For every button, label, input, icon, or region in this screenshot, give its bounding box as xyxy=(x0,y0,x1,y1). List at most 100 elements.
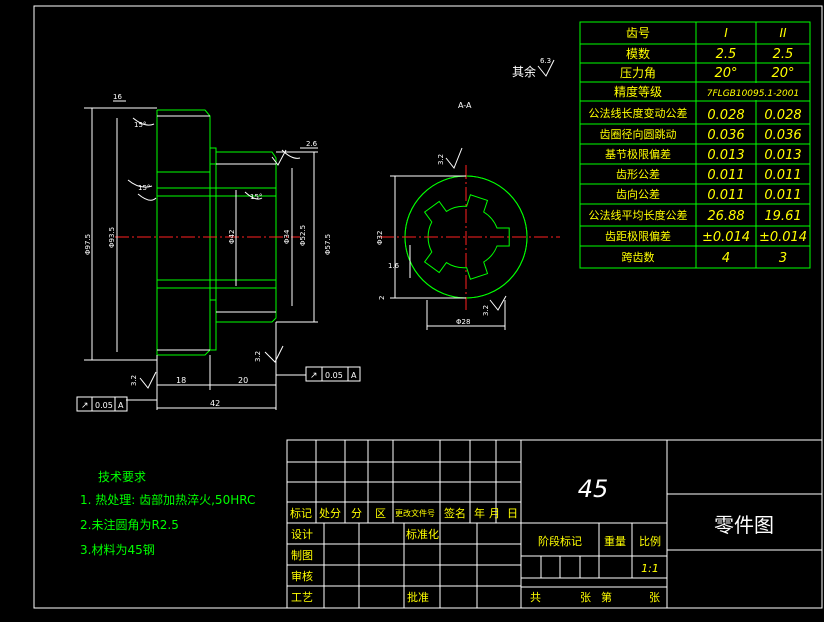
tb-design: 设计 xyxy=(291,528,313,541)
roughness-other-value: 6.3 xyxy=(540,57,551,65)
dim-s32: 3.2 xyxy=(437,154,445,165)
row-v1: 0.013 xyxy=(707,148,744,163)
dim-top-16: 16 xyxy=(113,93,122,101)
row-label: 精度等级 xyxy=(614,84,662,99)
row-v2: 0.013 xyxy=(764,148,801,163)
hatch-bottom-small xyxy=(215,287,277,313)
tech-item-3: 3.材料为45钢 xyxy=(80,543,155,557)
tb-fen: 分 xyxy=(351,507,362,520)
roughness-symbol xyxy=(537,59,555,77)
tb-drawing: 制图 xyxy=(291,549,313,562)
tol-frame-1 xyxy=(76,396,128,412)
hatch-top-small xyxy=(215,163,277,189)
row-v1: ±0.014 xyxy=(702,230,750,245)
row-label: 跨齿数 xyxy=(622,251,655,264)
tb-sheet2: 张 xyxy=(649,591,660,604)
tb-review: 审核 xyxy=(291,569,313,583)
tb-mark: 标记 xyxy=(290,506,312,520)
gear-table-grid xyxy=(579,21,811,269)
tb-qu: 区 xyxy=(375,507,386,520)
tb-stage: 阶段标记 xyxy=(538,534,582,548)
dim-w20: 20 xyxy=(238,376,248,385)
small-gear-outline xyxy=(216,151,277,323)
rough-32c: 3.2 xyxy=(482,305,490,316)
row-v2: 19.61 xyxy=(764,209,801,224)
hatch-top-big2 xyxy=(156,171,211,189)
dim-top-26: 2.6 xyxy=(306,140,318,148)
tb-month: 月 xyxy=(489,507,500,520)
row-v2: 0.028 xyxy=(764,108,801,123)
table-header-label: 齿号 xyxy=(626,26,650,40)
tb-year: 年 xyxy=(474,506,485,520)
tol1-value: 0.05 xyxy=(95,401,113,410)
row-v2: 0.011 xyxy=(764,168,801,183)
tol2-symbol: ↗ xyxy=(310,371,318,381)
dim-d34: Φ34 xyxy=(283,229,291,244)
dim-d32: Φ32 xyxy=(376,231,384,245)
row-v1: 4 xyxy=(722,251,730,266)
tol2-datum: A xyxy=(351,371,357,380)
table-header-gear2: II xyxy=(779,26,787,40)
tb-change: 更改文件号 xyxy=(395,508,435,518)
dim-angle-15b: 15° xyxy=(138,184,150,192)
row-v2: 0.036 xyxy=(764,128,801,143)
tb-scale-label: 比例 xyxy=(639,534,661,548)
section-label: A-A xyxy=(458,101,472,110)
tb-approve: 批准 xyxy=(407,590,429,604)
tb-count: 处分 xyxy=(319,507,341,520)
big-gear-outline xyxy=(156,109,211,356)
tb-sign: 签名 xyxy=(444,506,466,520)
dim-angle-15: 15° xyxy=(134,121,146,129)
row-label: 压力角 xyxy=(620,66,656,80)
tb-page: 第 xyxy=(601,590,612,604)
row-v2: 2.5 xyxy=(773,47,794,62)
tb-day: 日 xyxy=(507,507,518,520)
dim-d97: Φ97.5 xyxy=(84,234,92,255)
dim-angle-15c: 15° xyxy=(250,193,262,201)
dim-s2: 2 xyxy=(378,296,386,300)
tol1-datum: A xyxy=(118,401,124,410)
row-label: 齿形公差 xyxy=(616,167,660,181)
tb-process: 工艺 xyxy=(291,591,313,604)
hatch-top-big xyxy=(156,115,217,173)
spline-hole xyxy=(423,194,510,280)
row-label: 模数 xyxy=(626,46,650,61)
section-aa-view xyxy=(380,147,560,330)
gear-section-view xyxy=(84,100,318,410)
row-label: 齿圈径向圆跳动 xyxy=(600,127,677,141)
row-v2: 0.011 xyxy=(764,188,801,203)
row-label: 基节极限偏差 xyxy=(605,147,671,161)
rough-32b: 3.2 xyxy=(254,351,262,362)
row-label: 齿向公差 xyxy=(616,187,660,201)
tb-weight: 重量 xyxy=(604,534,626,548)
row-v1: 26.88 xyxy=(707,209,744,224)
row-v1: 2.5 xyxy=(716,47,737,62)
row-v1: 0.011 xyxy=(707,168,744,183)
dim-w42: 42 xyxy=(210,399,220,408)
tol2-value: 0.05 xyxy=(325,371,343,380)
tech-item-1: 1. 热处理: 齿部加热淬火,50HRC xyxy=(80,492,255,507)
row-span-value: 7FLGB10095.1-2001 xyxy=(707,89,799,99)
dim-d42: Φ42 xyxy=(228,230,236,244)
table-header-gear1: I xyxy=(724,26,728,40)
dim-d52: Φ52.5 xyxy=(299,225,307,246)
tech-title: 技术要求 xyxy=(98,470,146,484)
row-label: 公法线长度变动公差 xyxy=(589,106,688,120)
dim-d28: Φ28 xyxy=(456,318,470,326)
row-v1: 0.028 xyxy=(707,108,744,123)
tb-total: 共 xyxy=(530,591,541,604)
tol1-symbol: ↗ xyxy=(81,401,89,411)
material-value: 45 xyxy=(578,475,609,503)
hatch-bottom-big xyxy=(156,287,217,351)
row-v2: 20° xyxy=(771,66,794,81)
drawing-name: 零件图 xyxy=(714,513,774,537)
row-v2: ±0.014 xyxy=(759,230,807,245)
rough-32a: 3.2 xyxy=(130,375,138,386)
row-label: 公法线平均长度公差 xyxy=(589,208,688,222)
title-block-grid xyxy=(286,439,823,609)
dim-d57: Φ57.5 xyxy=(324,234,332,255)
dim-w18: 18 xyxy=(176,376,186,385)
tech-item-2: 2.未注圆角为R2.5 xyxy=(80,517,179,532)
